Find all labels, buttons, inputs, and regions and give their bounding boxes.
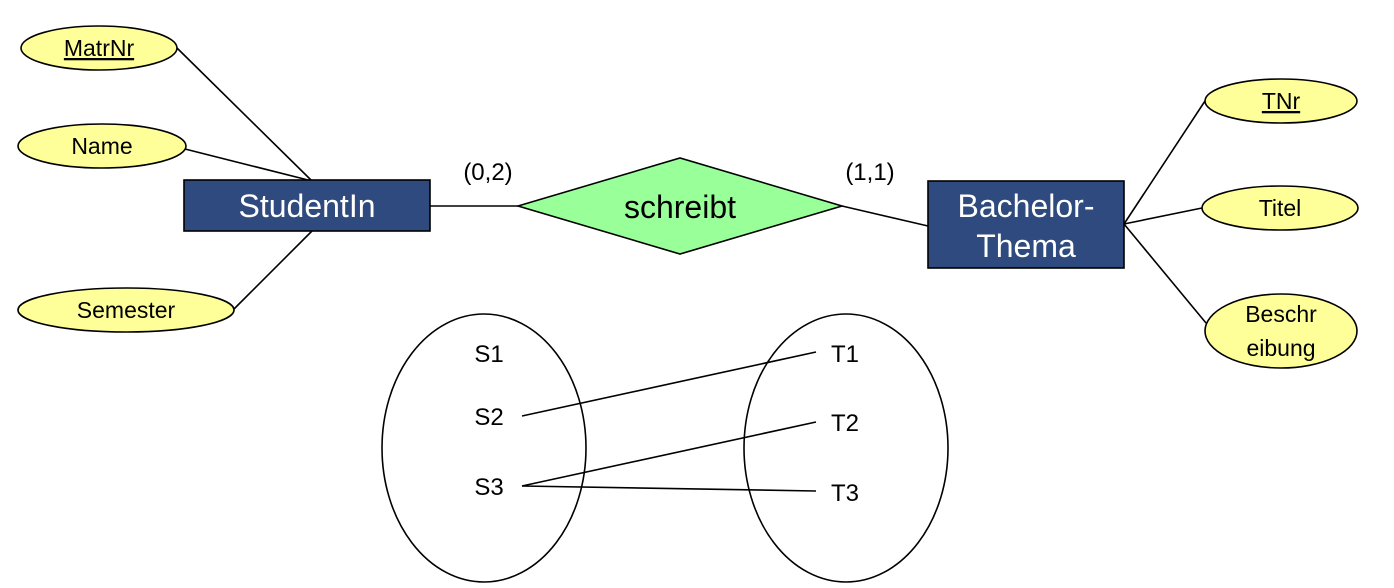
link-thema-tnr <box>1123 100 1206 225</box>
entity-bachelor-thema: Bachelor- Thema <box>927 180 1125 269</box>
instance-s3: S3 <box>474 474 503 501</box>
cardinality-thema: (1,1) <box>845 159 894 186</box>
attribute-beschreibung: Beschr eibung <box>1204 293 1358 369</box>
instance-s1: S1 <box>474 341 503 368</box>
instance-link-s2-t1 <box>521 351 817 417</box>
entity-studentin-label: StudentIn <box>239 188 376 224</box>
relationship-schreibt: schreibt <box>515 157 845 255</box>
attribute-semester-label: Semester <box>77 297 176 323</box>
cardinality-studentin: (0,2) <box>463 159 512 186</box>
instance-t3: T3 <box>831 480 859 507</box>
attribute-tnr-label: TNr <box>1262 88 1301 114</box>
attribute-beschreibung-line1: Beschr <box>1245 301 1317 327</box>
attribute-name-label: Name <box>71 133 132 159</box>
instance-link-s3-t3 <box>521 485 817 492</box>
instance-link-s3-t2 <box>521 421 817 487</box>
attribute-name: Name <box>17 123 187 169</box>
attribute-matrnr-label: MatrNr <box>64 35 135 61</box>
entity-bachelor-thema-line1: Bachelor- <box>958 188 1095 224</box>
attribute-matrnr: MatrNr <box>20 25 178 71</box>
instance-t2: T2 <box>831 410 859 437</box>
thema-instance-set <box>743 313 949 583</box>
instance-s2: S2 <box>474 404 503 431</box>
instance-t1: T1 <box>831 341 859 368</box>
link-semester-student <box>232 230 313 311</box>
link-thema-beschreibung <box>1123 223 1207 324</box>
attribute-titel-label: Titel <box>1259 195 1302 221</box>
link-thema-titel <box>1123 207 1203 225</box>
entity-bachelor-thema-line2: Thema <box>976 228 1076 264</box>
entity-studentin: StudentIn <box>183 179 431 232</box>
relationship-schreibt-label: schreibt <box>624 189 736 225</box>
link-relationship-thema <box>841 205 929 227</box>
student-instance-set <box>381 313 587 583</box>
attribute-semester: Semester <box>17 287 235 333</box>
attribute-tnr: TNr <box>1204 78 1358 124</box>
link-matrnr-student <box>176 47 313 182</box>
link-name-student <box>184 148 313 182</box>
attribute-beschreibung-line2: eibung <box>1246 335 1315 361</box>
attribute-titel: Titel <box>1201 185 1359 231</box>
